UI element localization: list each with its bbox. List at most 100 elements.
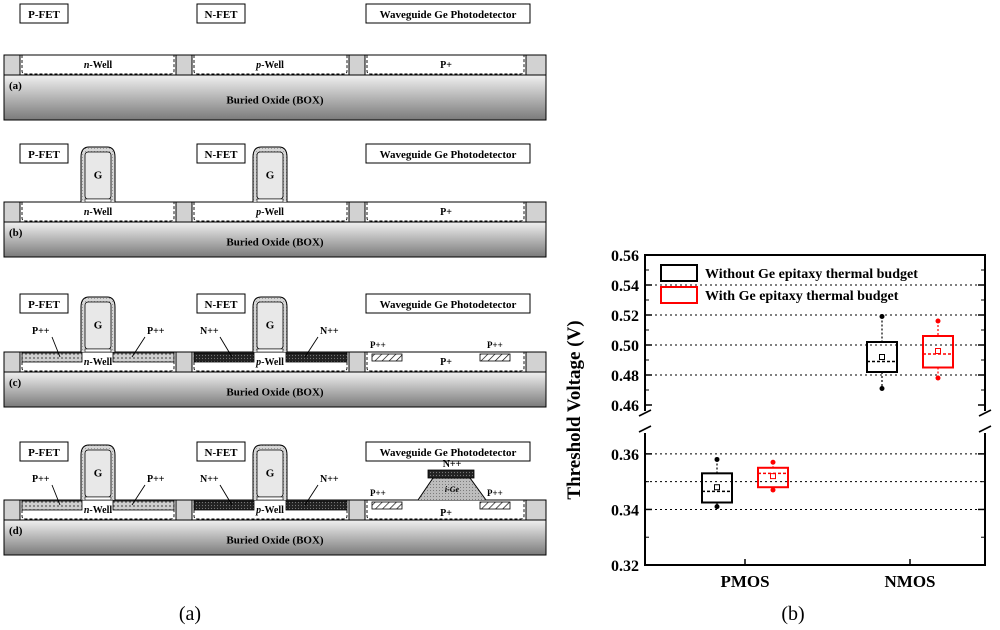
x-tick-label: NMOS	[885, 572, 936, 591]
pplus-label: P+	[440, 357, 452, 368]
min-point	[935, 375, 941, 381]
sti-block	[175, 351, 193, 373]
gate-oxide	[256, 198, 284, 203]
min-point	[770, 487, 776, 493]
pfet-drn-label: P++	[147, 326, 165, 337]
y-axis-title: Threshold Voltage (V)	[564, 320, 585, 499]
mean-marker	[714, 484, 720, 491]
gate-oxide	[256, 496, 284, 501]
region-nfet-box	[196, 293, 246, 314]
y-tick-label: 0.48	[611, 368, 639, 385]
region-pd-box	[365, 441, 531, 462]
pd-contact-left	[371, 353, 403, 362]
pd-right-label: P++	[487, 340, 503, 350]
sti-block	[175, 499, 193, 521]
sti-block	[525, 351, 547, 373]
pfet-src-label: P++	[32, 474, 50, 485]
well-label: n-Well	[84, 60, 113, 71]
sti-block	[3, 201, 21, 223]
break-mark	[978, 409, 992, 417]
y-tick-label: 0.36	[611, 447, 639, 464]
region-nfet: N-FET	[205, 9, 239, 21]
well-outline	[366, 202, 525, 222]
pfet-drain	[112, 352, 175, 363]
pfet-source	[21, 500, 83, 511]
well-outline	[193, 202, 348, 222]
well-outline	[193, 55, 348, 75]
panel-tag: (b)	[9, 227, 23, 239]
well-label: p-Well	[255, 357, 284, 368]
leader-line	[51, 336, 61, 358]
region-pd-box	[365, 293, 531, 314]
region-pd: Waveguide Ge Photodetector	[380, 149, 517, 161]
region-pd: Waveguide Ge Photodetector	[380, 447, 517, 459]
gate-label: G	[94, 320, 103, 332]
ige-label: i-Ge	[445, 485, 460, 494]
legend-label: Without Ge epitaxy thermal budget	[705, 267, 918, 282]
gate-oxide	[256, 348, 284, 353]
region-pfet: P-FET	[28, 299, 60, 311]
caption-a: (a)	[179, 603, 201, 625]
y-tick-label: 0.46	[611, 398, 639, 415]
box	[757, 466, 789, 489]
sti-block	[348, 351, 366, 373]
max-point	[935, 318, 941, 324]
pd-contact-left	[371, 501, 403, 510]
gate-oxide	[84, 496, 112, 501]
box	[922, 335, 954, 369]
caption-b: (b)	[781, 603, 804, 625]
mean-marker	[770, 473, 776, 480]
legend-label: With Ge epitaxy thermal budget	[705, 289, 899, 304]
sti-block	[3, 499, 21, 521]
threshold-voltage-chart: 0.460.480.500.520.540.560.320.340.36PMOS…	[564, 248, 993, 591]
pplus-label: P+	[440, 60, 452, 71]
nfet-source	[193, 352, 255, 363]
mean-marker	[935, 348, 941, 354]
well-label: p-Well	[255, 207, 284, 218]
sti-block	[348, 499, 366, 521]
sti-block	[348, 201, 366, 223]
well-label: p-Well	[255, 60, 284, 71]
nfet-src-label: N++	[200, 474, 219, 485]
nfet-drain	[285, 500, 348, 511]
region-pd-box	[365, 3, 531, 24]
y-tick-label: 0.56	[611, 248, 639, 265]
leader-line	[131, 484, 146, 506]
nfet-drn-label: N++	[320, 474, 339, 485]
region-pd: Waveguide Ge Photodetector	[380, 9, 517, 21]
pplus-label: P+	[440, 508, 452, 519]
nfet-src-label: N++	[200, 326, 219, 337]
gate-label: G	[94, 468, 103, 480]
well-outline	[366, 500, 525, 520]
legend-swatch	[660, 286, 698, 304]
panel-tag: (c)	[9, 377, 22, 389]
gate-oxide	[84, 198, 112, 203]
panel-tag: (a)	[9, 80, 22, 92]
box-layer	[3, 74, 547, 121]
gate-label: G	[266, 468, 275, 480]
sti-block	[525, 201, 547, 223]
well-outline	[366, 352, 525, 372]
box-label: Buried Oxide (BOX)	[226, 95, 324, 107]
sti-block	[348, 54, 366, 76]
sti-block	[3, 351, 21, 373]
max-point	[879, 314, 885, 319]
region-pfet-box	[19, 3, 69, 24]
region-nfet: N-FET	[205, 299, 239, 311]
gate-label: G	[266, 170, 275, 182]
break-mark	[978, 425, 992, 433]
box-layer	[3, 221, 547, 258]
x-tick-label: PMOS	[720, 572, 769, 591]
plot-frame	[644, 254, 986, 566]
region-pfet-box	[19, 143, 69, 164]
pplus-label: P+	[440, 207, 452, 218]
region-nfet-box	[196, 3, 246, 24]
panel-tag: (d)	[9, 525, 23, 537]
region-nfet: N-FET	[205, 447, 239, 459]
sti-block	[3, 54, 21, 76]
box	[701, 472, 733, 504]
well-outline	[21, 500, 175, 520]
leader-line	[304, 336, 319, 358]
gate-label: G	[266, 320, 275, 332]
